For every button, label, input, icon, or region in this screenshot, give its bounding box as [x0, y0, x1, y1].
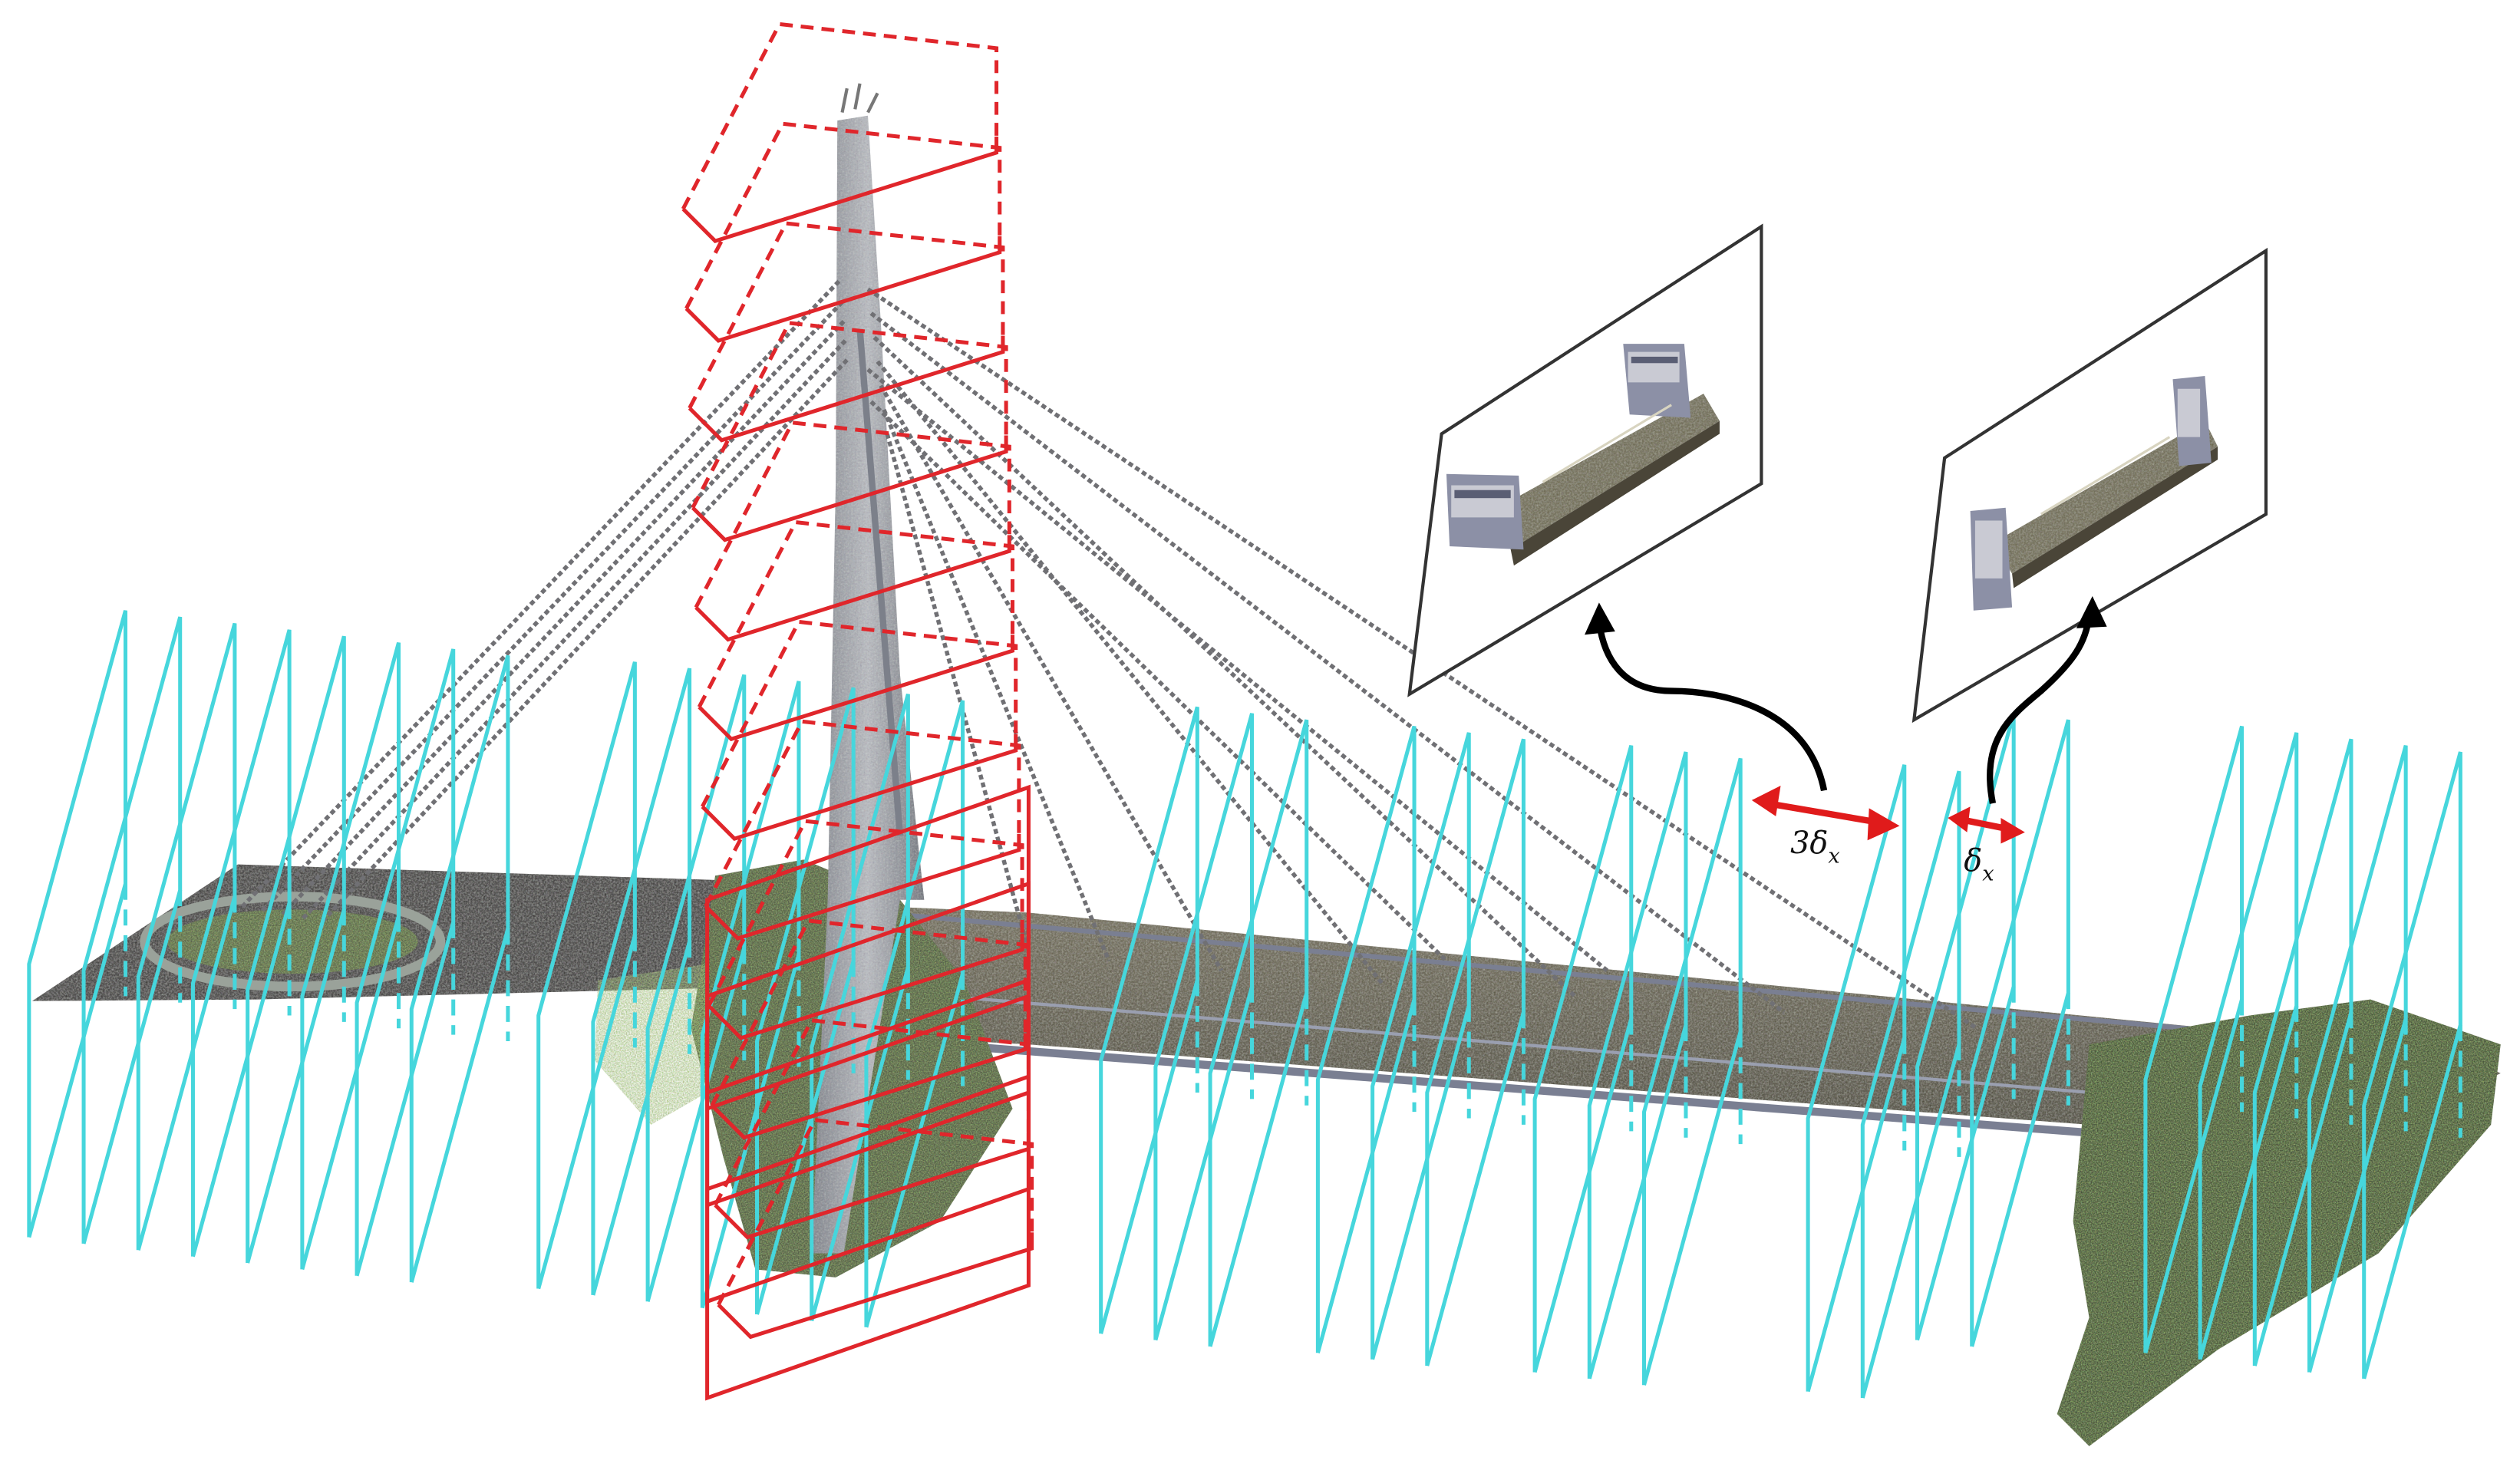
vertical-slice-hidden-edge [707, 819, 1024, 1007]
vertical-slice-hidden-edge [694, 420, 1011, 608]
double-arrow-right-icon [1867, 808, 1900, 841]
horizontal-slice-plane [1641, 757, 1743, 1386]
arrow-to-fine-section [1986, 615, 2093, 804]
curved-arrows [1585, 595, 2107, 804]
vertical-slice-plane [701, 734, 1018, 842]
horizontal-slice-plane [864, 700, 965, 1328]
vertical-slice-plane [698, 635, 1015, 742]
vertical-slice-plane [711, 1033, 1027, 1140]
horizontal-slice-plane [27, 610, 128, 1238]
arrow-to-coarse-section [1595, 621, 1828, 792]
horizontal-slice-plane [2143, 725, 2245, 1353]
vertical-slice-plane [681, 137, 999, 243]
horizontal-slice-plane [810, 694, 910, 1322]
horizontal-slice-plane [1153, 713, 1255, 1341]
vertical-slice-hidden-edge [684, 121, 1002, 310]
vertical-slice-hidden-edge [681, 21, 999, 210]
horizontal-slice-plane [190, 629, 292, 1258]
horizontal-slice-plane [246, 635, 346, 1264]
horizontal-slice-plane [2252, 738, 2353, 1366]
horizontal-slice-plane [355, 648, 456, 1277]
horizontal-slice-plane [645, 674, 747, 1302]
horizontal-slice-plane [1532, 745, 1634, 1373]
vertical-slice-plane [691, 435, 1008, 542]
horizontal-slice-plane [136, 622, 237, 1251]
roundabout [140, 892, 446, 992]
vertical-slice-plane [688, 335, 1005, 443]
vertical-slice-plane [694, 535, 1011, 642]
double-arrow-left-icon [1751, 786, 1781, 816]
vertical-slice-plane [704, 833, 1021, 941]
vertical-slice-hidden-edge [697, 519, 1015, 708]
vertical-slice-hidden-edge [710, 918, 1027, 1106]
horizontal-slice-plane [1860, 770, 1961, 1399]
horizontal-slice-plane [2362, 751, 2462, 1380]
horizontal-slice-plane [1099, 706, 1199, 1334]
coarse-interval-label: 3δx [1790, 826, 1840, 869]
cross-section-inset-coarse [1407, 223, 1763, 697]
horizontal-slice-plane [1315, 725, 1417, 1353]
arrow-head-icon [1585, 602, 1615, 635]
vertical-slice-hidden-edge [701, 619, 1018, 808]
vertical-slice-plane [707, 933, 1024, 1040]
cross-section-inset-fine [1911, 247, 2268, 724]
double-arrow-right-icon [2000, 817, 2025, 844]
horizontal-slice-plane [81, 616, 183, 1244]
horizontal-slice-plane [2198, 732, 2299, 1360]
vertical-slices [681, 21, 1034, 1401]
horizontal-slice-plane [2307, 745, 2408, 1373]
horizontal-slice-plane [300, 642, 401, 1271]
interval-markers: 3δx δx [1751, 786, 2025, 886]
horizontal-slice-plane [1208, 719, 1309, 1347]
horizontal-slice-plane [1370, 732, 1471, 1360]
horizontal-slice-plane [1425, 738, 1526, 1366]
vertical-slice-plane [717, 1232, 1034, 1340]
arrow-head-icon [2076, 595, 2107, 628]
vertical-slice-plane [705, 1073, 1031, 1401]
double-arrow-left-icon [1948, 806, 1971, 832]
horizontal-slice-plane [536, 661, 637, 1290]
horizontal-slice-plane [1970, 719, 2070, 1347]
horizontal-slice-plane [1806, 764, 1907, 1393]
vertical-slice-hidden-edge [717, 1117, 1034, 1306]
horizontal-slice-plane [409, 654, 510, 1283]
vertical-slice-plane [684, 236, 1002, 343]
vertical-slice-hidden-edge [688, 221, 1005, 410]
fine-interval-label: δx [1964, 843, 1994, 886]
horizontal-slice-plane [591, 668, 692, 1296]
horizontal-slice-plane [1587, 751, 1688, 1380]
vertical-slice-hidden-edge [691, 321, 1008, 509]
